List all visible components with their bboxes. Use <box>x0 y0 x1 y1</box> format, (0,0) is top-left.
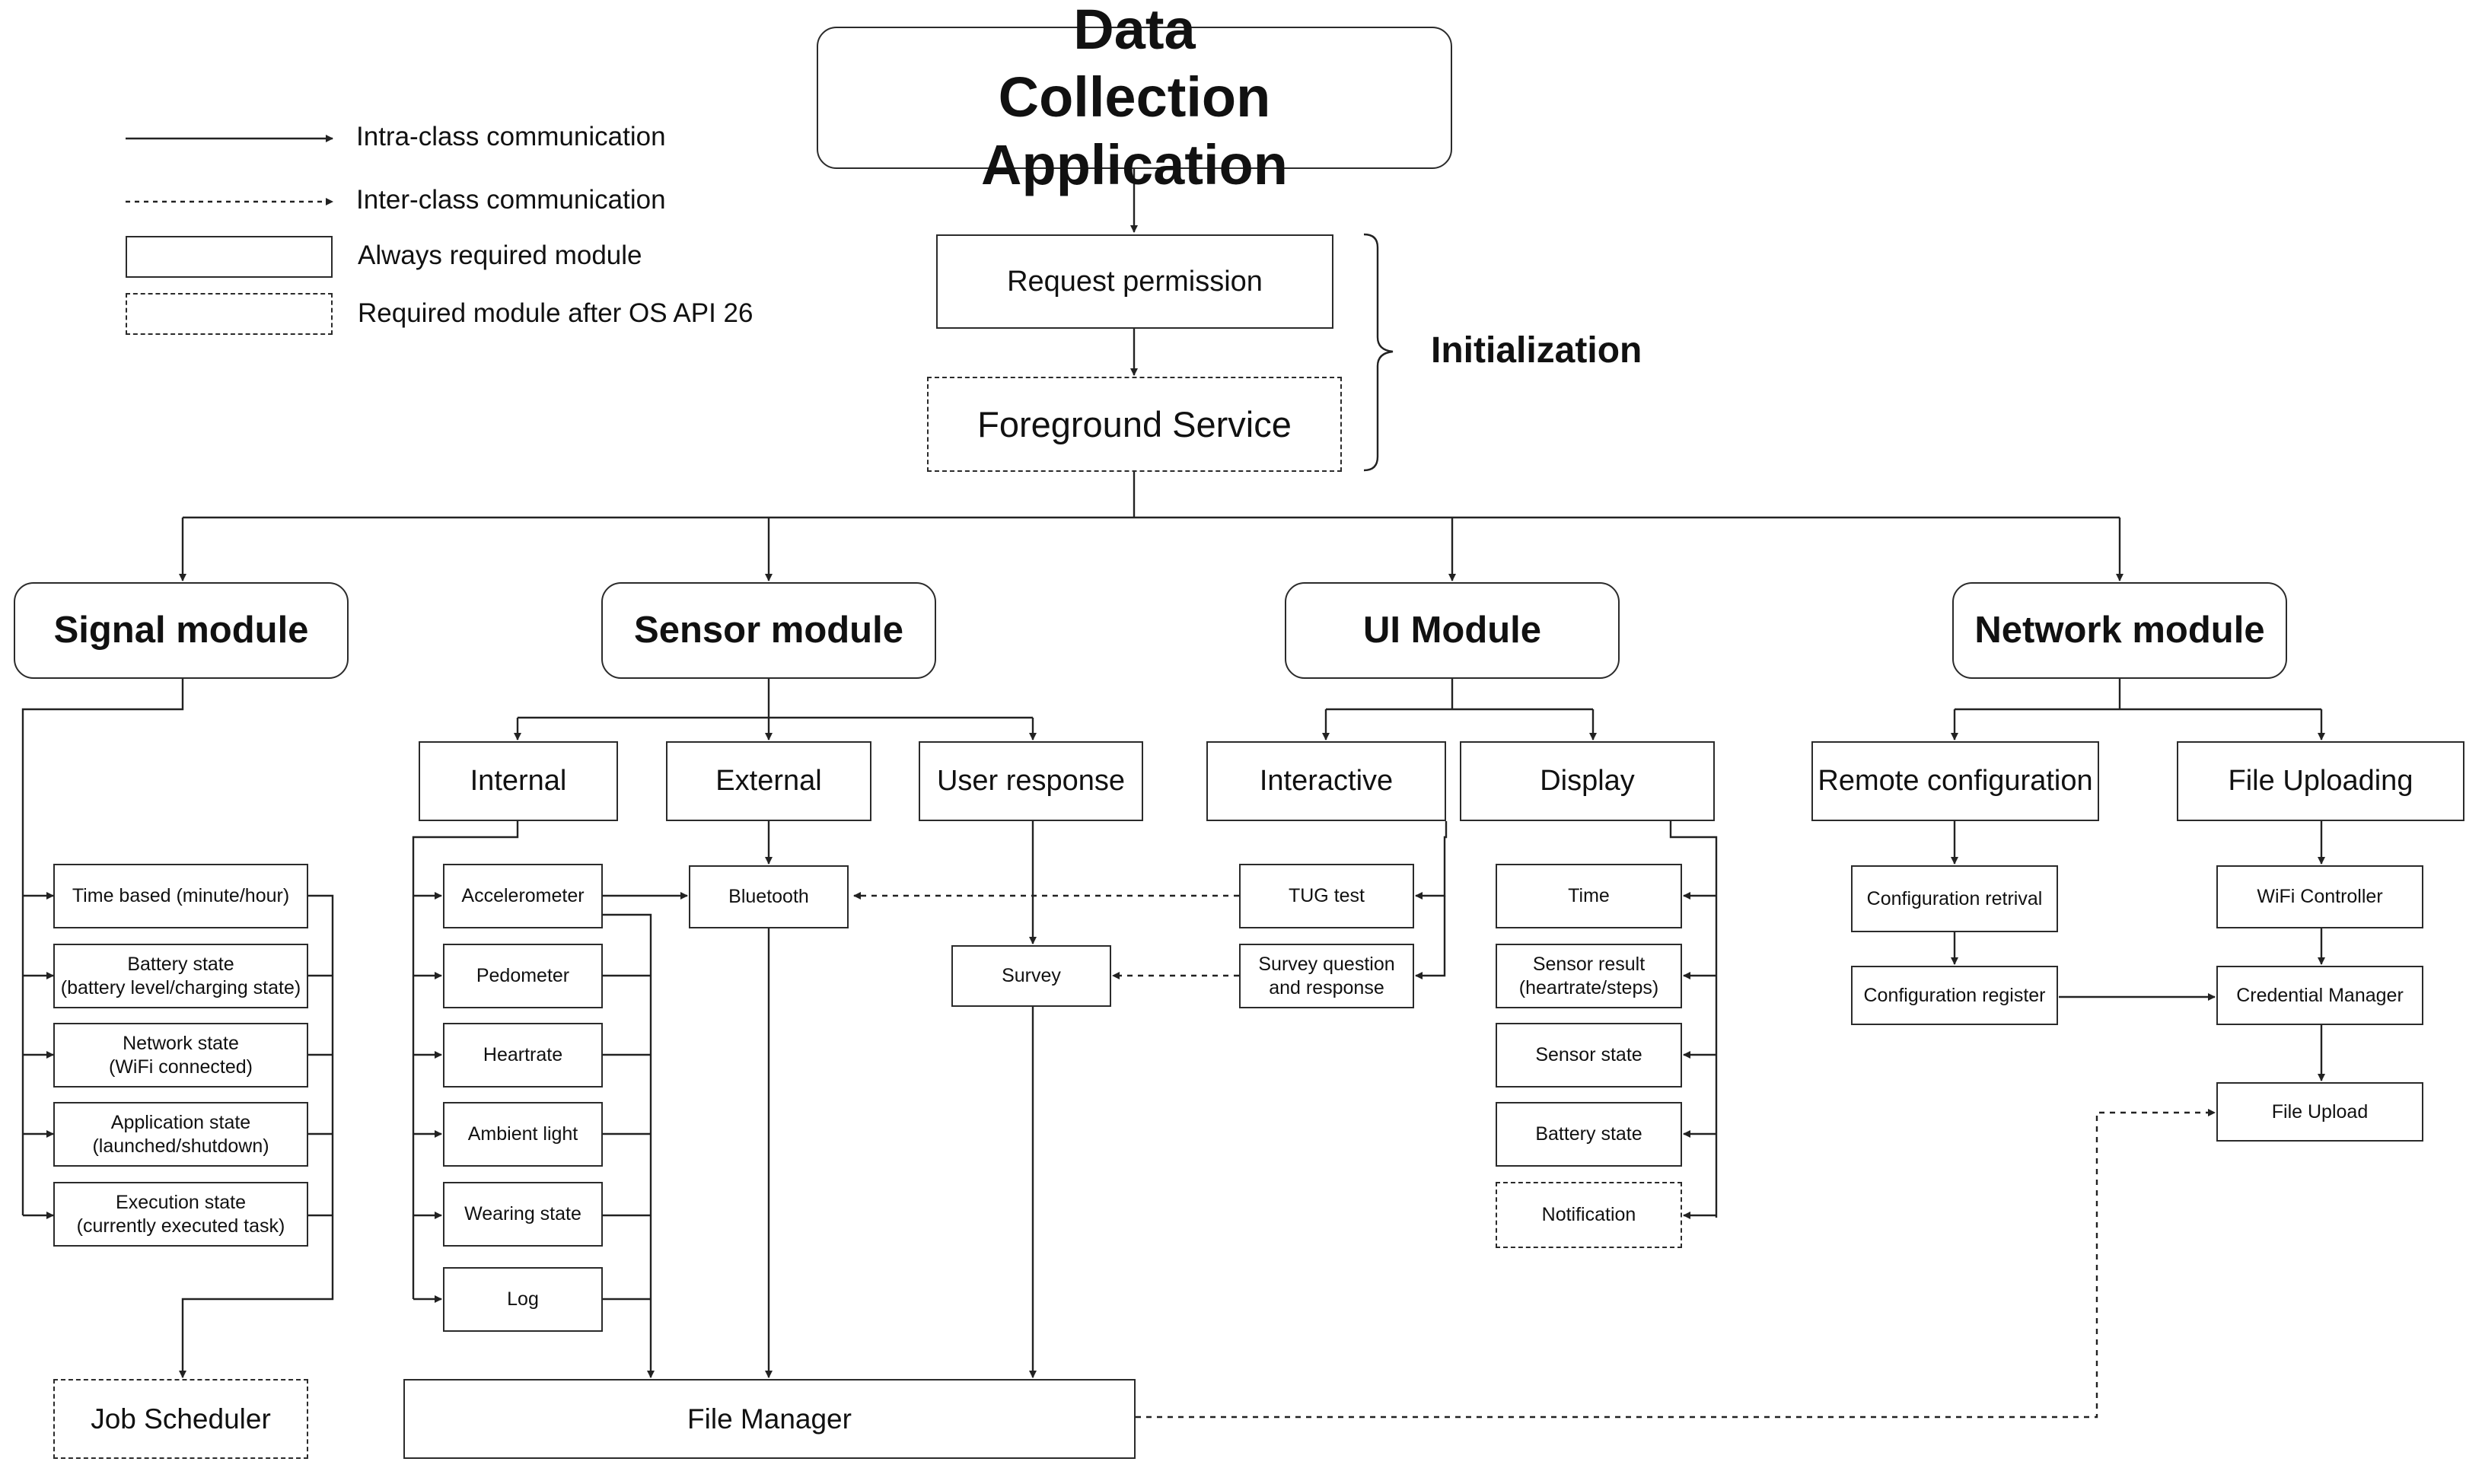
legend-dashed-box-label: Required module after OS API 26 <box>358 298 754 328</box>
sensor-item-heartrate: Heartrate <box>443 1023 603 1088</box>
interactive-box: Interactive <box>1206 741 1446 821</box>
display-item-notification: Notification <box>1496 1182 1682 1248</box>
initialization-label: Initialization <box>1431 330 1642 371</box>
sensor-item-accelerometer: Accelerometer <box>443 864 603 928</box>
foreground-service-box: Foreground Service <box>927 377 1342 472</box>
legend-solid-box <box>126 236 333 278</box>
sensor-item-log: Log <box>443 1267 603 1332</box>
user-response-box: User response <box>919 741 1143 821</box>
credential-manager-box: Credential Manager <box>2216 966 2423 1025</box>
survey-question-box: Survey question and response <box>1239 944 1414 1008</box>
display-box: Display <box>1460 741 1715 821</box>
signal-item-time-based: Time based (minute/hour) <box>53 864 308 928</box>
signal-item-network-state: Network state (WiFi connected) <box>53 1023 308 1088</box>
survey-box: Survey <box>951 945 1111 1007</box>
sensor-module-box: Sensor module <box>601 582 936 679</box>
sensor-item-pedometer: Pedometer <box>443 944 603 1008</box>
external-box: External <box>666 741 871 821</box>
request-permission-box: Request permission <box>936 234 1333 329</box>
signal-module-box: Signal module <box>14 582 349 679</box>
job-scheduler-box: Job Scheduler <box>53 1379 308 1459</box>
bluetooth-box: Bluetooth <box>689 865 849 928</box>
display-item-time: Time <box>1496 864 1682 928</box>
signal-item-application-state: Application state (launched/shutdown) <box>53 1102 308 1167</box>
data-collection-application-title: Data Collection Application <box>817 0 1452 196</box>
sensor-item-ambient-light: Ambient light <box>443 1102 603 1167</box>
legend-dashed-box <box>126 293 333 335</box>
file-upload-box: File Upload <box>2216 1082 2423 1142</box>
wifi-controller-box: WiFi Controller <box>2216 865 2423 928</box>
display-item-sensor-result: Sensor result (heartrate/steps) <box>1496 944 1682 1008</box>
display-item-sensor-state: Sensor state <box>1496 1023 1682 1088</box>
file-uploading-box: File Uploading <box>2177 741 2464 821</box>
network-module-box: Network module <box>1952 582 2287 679</box>
file-manager-box: File Manager <box>403 1379 1136 1459</box>
configuration-retrieval-box: Configuration retrival <box>1851 865 2058 932</box>
legend-dashed-arrow-label: Inter-class communication <box>356 185 666 215</box>
tug-test-box: TUG test <box>1239 864 1414 928</box>
configuration-register-box: Configuration register <box>1851 966 2058 1025</box>
internal-box: Internal <box>419 741 618 821</box>
sensor-item-wearing-state: Wearing state <box>443 1182 603 1247</box>
display-item-battery-state: Battery state <box>1496 1102 1682 1167</box>
legend-solid-arrow-label: Intra-class communication <box>356 122 666 151</box>
initialization-brace <box>1363 233 1394 472</box>
legend-solid-box-label: Always required module <box>358 240 642 270</box>
signal-item-battery-state: Battery state (battery level/charging st… <box>53 944 308 1008</box>
ui-module-box: UI Module <box>1285 582 1620 679</box>
remote-configuration-box: Remote configuration <box>1811 741 2099 821</box>
signal-item-execution-state: Execution state (currently executed task… <box>53 1182 308 1247</box>
file-manager-to-upload-link <box>1136 1109 2216 1419</box>
